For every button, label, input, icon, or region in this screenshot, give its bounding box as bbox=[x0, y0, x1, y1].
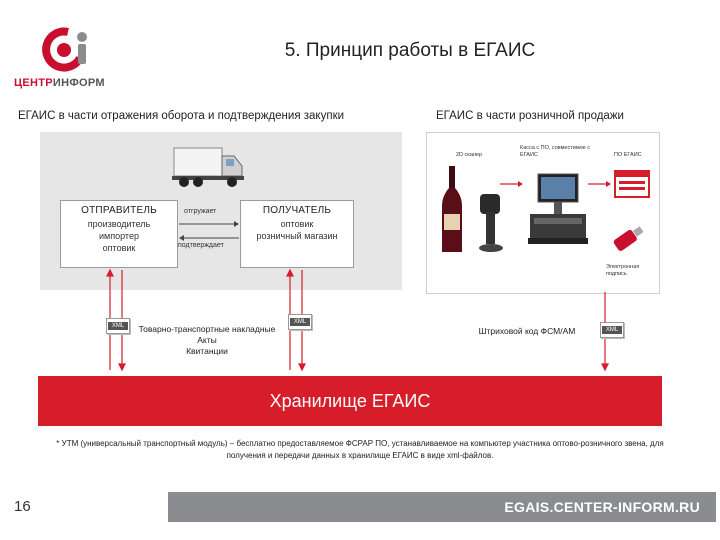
usb-key-icon bbox=[613, 226, 644, 251]
software-label: ПО ЕГАИС bbox=[614, 152, 642, 158]
sender-line-1: производитель bbox=[87, 219, 151, 229]
xml-badge-label: XML bbox=[290, 318, 310, 326]
document-receipts: Квитанции bbox=[186, 346, 228, 356]
scanner-icon bbox=[479, 194, 503, 252]
receiver-line-1: оптовик bbox=[280, 219, 314, 229]
storage-label: Хранилище ЕГАИС bbox=[269, 391, 431, 411]
xml-file-icon: XML bbox=[600, 322, 624, 338]
egais-storage-bar: Хранилище ЕГАИС bbox=[38, 376, 662, 426]
sender-title: ОТПРАВИТЕЛЬ bbox=[81, 205, 157, 216]
footer-bar: EGAIS.CENTER-INFORM.RU bbox=[168, 492, 716, 522]
logo-wordmark: ЦЕНТРИНФОРМ bbox=[14, 77, 105, 89]
xml-file-icon: XML bbox=[288, 314, 312, 330]
slide-title: 5. Принцип работы в ЕГАИС bbox=[284, 40, 536, 61]
right-section-heading: ЕГАИС в части розничной продажи bbox=[436, 110, 624, 122]
xml-badge-label: XML bbox=[602, 326, 622, 334]
page-number: 16 bbox=[14, 498, 31, 515]
receiver-line-2: розничный магазин bbox=[256, 231, 338, 241]
footnote: * УТМ (универсальный транспортный модуль… bbox=[56, 439, 664, 460]
left-section-heading: ЕГАИС в части отражения оборота и подтве… bbox=[18, 110, 345, 122]
document-waybills: Товарно-транспортные накладные bbox=[138, 324, 276, 334]
confirms-label: подтверждает bbox=[178, 242, 224, 249]
retail-panel bbox=[426, 132, 660, 294]
documents-caption: Товарно-транспортные накладные Акты Квит… bbox=[132, 324, 282, 357]
logo-mark bbox=[42, 27, 87, 72]
confirms-arrow bbox=[179, 235, 239, 241]
receiver-title: ПОЛУЧАТЕЛЬ bbox=[262, 205, 332, 216]
receiver-box: ПОЛУЧАТЕЛЬ оптовик розничный магазин bbox=[240, 200, 354, 268]
retail-flow-arrows bbox=[500, 181, 611, 187]
website-url: EGAIS.CENTER-INFORM.RU bbox=[504, 499, 700, 515]
wine-bottle-icon bbox=[442, 166, 462, 252]
scanner-label: 2D сканер bbox=[456, 152, 483, 158]
pos-label: Касса с ПО, совместимое с ЕГАИС bbox=[520, 145, 591, 158]
ships-arrow bbox=[179, 221, 239, 227]
pos-terminal-icon bbox=[528, 173, 588, 244]
document-acts: Акты bbox=[197, 335, 217, 345]
logo-part2: ИНФОРМ bbox=[52, 77, 105, 89]
barcode-caption: Штриховой код ФСМ/АМ bbox=[478, 326, 576, 336]
truck-icon bbox=[172, 147, 244, 187]
xml-file-icon: XML bbox=[106, 318, 130, 334]
software-window-icon bbox=[614, 170, 650, 198]
sender-line-3: оптовик bbox=[102, 243, 136, 253]
logo-part1: ЦЕНТР bbox=[14, 77, 53, 89]
signature-label: Электронная подпись bbox=[606, 264, 640, 277]
ships-label: отгружает bbox=[184, 208, 217, 215]
sender-line-2: импортер bbox=[99, 231, 139, 241]
xml-badge-label: XML bbox=[108, 322, 128, 330]
sender-box: ОТПРАВИТЕЛЬ производитель импортер оптов… bbox=[60, 200, 178, 268]
